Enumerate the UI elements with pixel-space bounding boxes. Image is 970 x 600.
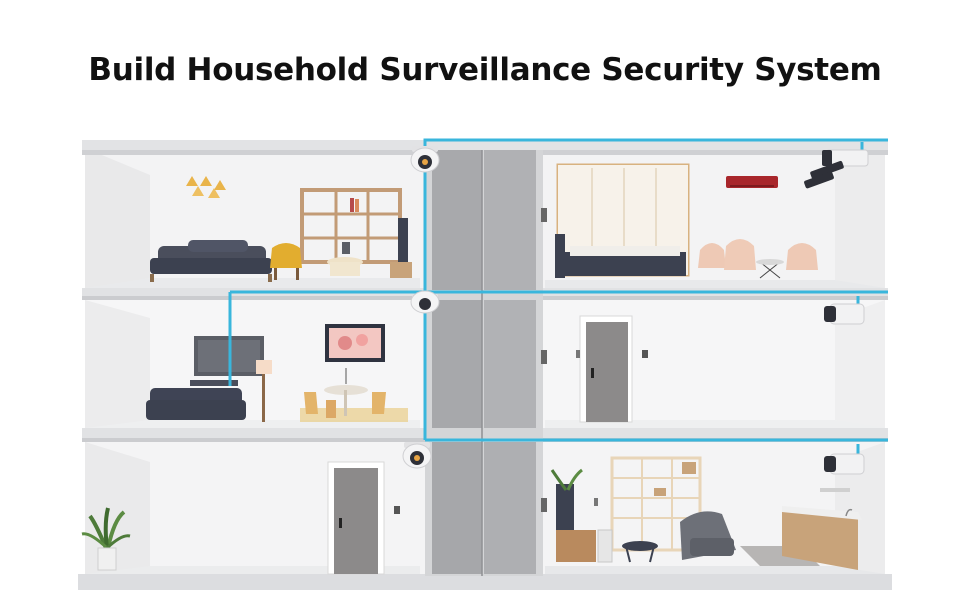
ground-kitchen-lounge [550,456,862,570]
ground-entrance [81,461,400,575]
top-living-room [150,176,412,282]
elevator-shaft [425,150,547,576]
door-icon [334,468,378,574]
bullet-camera-icon [804,149,869,189]
page-title: Build Household Surveillance Security Sy… [88,52,882,88]
sofa-icon [150,240,272,274]
dome-camera-icon [402,442,432,469]
sofa-icon [146,388,246,420]
middle-hallway [579,315,648,423]
top-bedroom [555,163,818,279]
plant-icon [81,507,131,571]
lamp-icon [186,176,226,198]
elevator-door-icon [432,150,536,574]
door-icon [586,322,628,422]
dome-camera-icon [410,290,440,314]
dome-camera-icon [410,146,440,173]
bullet-camera-icon [824,303,865,325]
bullet-camera-icon [824,453,865,475]
